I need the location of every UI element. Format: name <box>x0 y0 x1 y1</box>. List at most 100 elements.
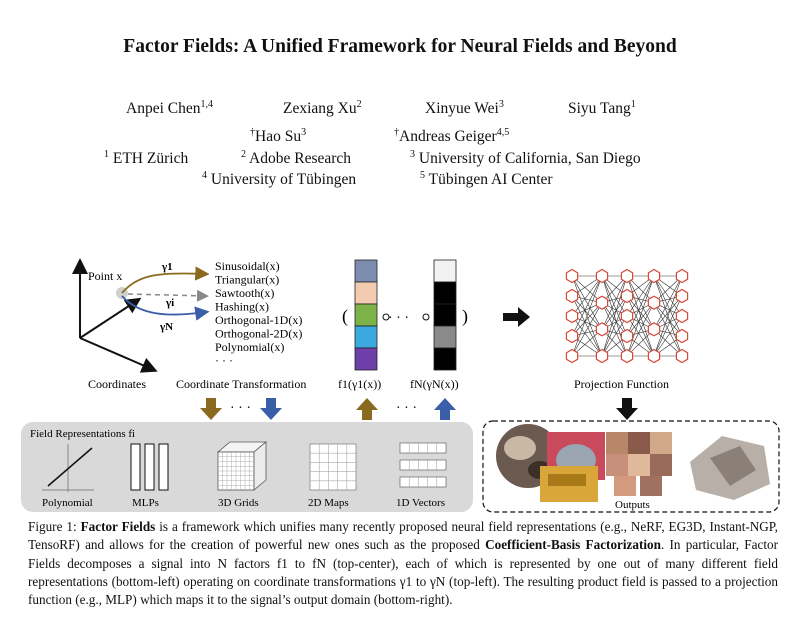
affil-name: University of California, San Diego <box>418 150 641 167</box>
network-edge <box>626 275 655 330</box>
down-arrow-blue <box>260 398 282 420</box>
author-sup: 4,5 <box>496 126 510 138</box>
network-edge <box>571 302 603 337</box>
2d-map-icon <box>309 443 357 491</box>
outputs-label: Outputs <box>615 499 650 511</box>
network-edge <box>571 295 603 330</box>
network-edge <box>601 275 628 357</box>
projection-function-label: Projection Function <box>574 377 669 391</box>
face-8 <box>640 476 662 496</box>
network-edge <box>626 295 655 330</box>
neuron <box>647 322 661 337</box>
gamma1-label: γ1 <box>161 261 173 273</box>
network-edge <box>571 275 603 357</box>
gamma1-arrow <box>121 266 210 294</box>
affil-num: 3 <box>410 148 415 160</box>
gammai-label: γi <box>165 297 174 309</box>
network-edge <box>571 302 603 357</box>
network-edge <box>653 275 683 330</box>
author-sup: 3 <box>301 126 307 138</box>
network-edge <box>601 275 628 337</box>
product-circle-2 <box>422 313 430 321</box>
author-4: Siyu Tang1 <box>568 99 636 118</box>
affil-name: ETH Zürich <box>112 150 189 167</box>
network-edge <box>626 275 655 337</box>
network-edge <box>571 315 603 357</box>
author-name: Anpei Chen <box>126 100 201 117</box>
transformation-item: Orthogonal-2D(x) <box>215 327 302 341</box>
network-edge <box>653 275 683 357</box>
affil-num: 4 <box>202 169 207 181</box>
author-5: †Hao Su3 <box>250 126 307 146</box>
factor-cell <box>354 303 378 327</box>
affil-num: 1 <box>104 148 109 160</box>
up-arrow-blue <box>434 398 456 420</box>
network-edge <box>601 275 628 330</box>
affil-num: 2 <box>241 148 246 160</box>
up-dots: · · · <box>396 401 417 416</box>
network-edge <box>626 315 655 357</box>
affiliation-1: 1 ETH Zürich <box>104 148 189 168</box>
product-circle-1 <box>382 313 390 321</box>
affiliation-5: 5 Tübingen AI Center <box>420 169 553 189</box>
neuron <box>565 308 579 324</box>
affil-name: Adobe Research <box>249 150 352 167</box>
author-6: †Andreas Geiger4,5 <box>394 126 510 146</box>
paper-title: Factor Fields: A Unified Framework for N… <box>123 36 677 57</box>
network-edge <box>601 275 628 317</box>
gammaN-label: γN <box>159 321 173 333</box>
transformation-item: Triangular(x) <box>215 273 279 287</box>
network-edge <box>653 295 683 357</box>
polynomial-icon <box>42 444 94 492</box>
field-representations-title: Field Representations fi <box>30 428 135 440</box>
caption-bold-2: Coefficient-Basis Factorization <box>485 537 661 553</box>
room-scene-detail <box>710 446 756 486</box>
factor-cell <box>354 259 378 283</box>
author-name: Hao Su <box>255 128 302 145</box>
network-edge <box>571 295 603 357</box>
author-2: Zexiang Xu2 <box>283 98 362 118</box>
author-name: Xinyue Wei <box>425 100 499 117</box>
network-edge <box>653 275 683 337</box>
face-7 <box>614 476 636 496</box>
neuron <box>675 348 689 364</box>
caption-lead: Figure 1: <box>28 519 81 534</box>
factor-cell <box>433 281 457 305</box>
neuron <box>675 268 689 284</box>
projection-network <box>565 268 689 364</box>
to-projection-arrow <box>503 307 530 327</box>
field-item-polynomial: Polynomial <box>42 497 93 509</box>
factor-bar-n <box>433 259 457 371</box>
close-paren: ) <box>462 306 468 327</box>
affiliation-2: 2 Adobe Research <box>241 148 352 168</box>
network-edge <box>626 275 655 357</box>
down-dots: · · · <box>230 401 251 416</box>
neuron <box>647 348 661 364</box>
author-mark: † <box>250 126 255 138</box>
affiliation-4: 4 University of Tübingen <box>202 169 356 189</box>
face-4 <box>606 454 628 476</box>
author-sup: 2 <box>356 98 362 110</box>
neuron <box>565 288 579 304</box>
caption-text-1: is a framework which unifies many recent… <box>28 519 778 553</box>
network-edge <box>653 275 683 317</box>
network-edge <box>653 302 683 357</box>
network-edge <box>571 275 603 303</box>
mlps-icon <box>130 443 169 491</box>
caption-bold-1: Factor Fields <box>80 519 156 534</box>
3d-grid-icon <box>216 441 268 491</box>
f1-label: f1(γ1(x)) <box>338 377 381 391</box>
coordinate-transformation-label: Coordinate Transformation <box>176 377 306 391</box>
field-item-2d-maps: 2D Maps <box>308 497 349 509</box>
neuron <box>675 288 689 304</box>
face-3 <box>650 432 672 454</box>
neuron <box>620 328 634 344</box>
factor-cell <box>354 347 378 371</box>
affil-num: 5 <box>420 169 425 181</box>
coordinate-axes <box>72 258 158 373</box>
transformation-item: Hashing(x) <box>215 300 269 314</box>
transformation-item: Orthogonal-1D(x) <box>215 313 302 327</box>
neuron <box>565 348 579 364</box>
network-edge <box>571 275 603 317</box>
face-5 <box>628 454 650 476</box>
